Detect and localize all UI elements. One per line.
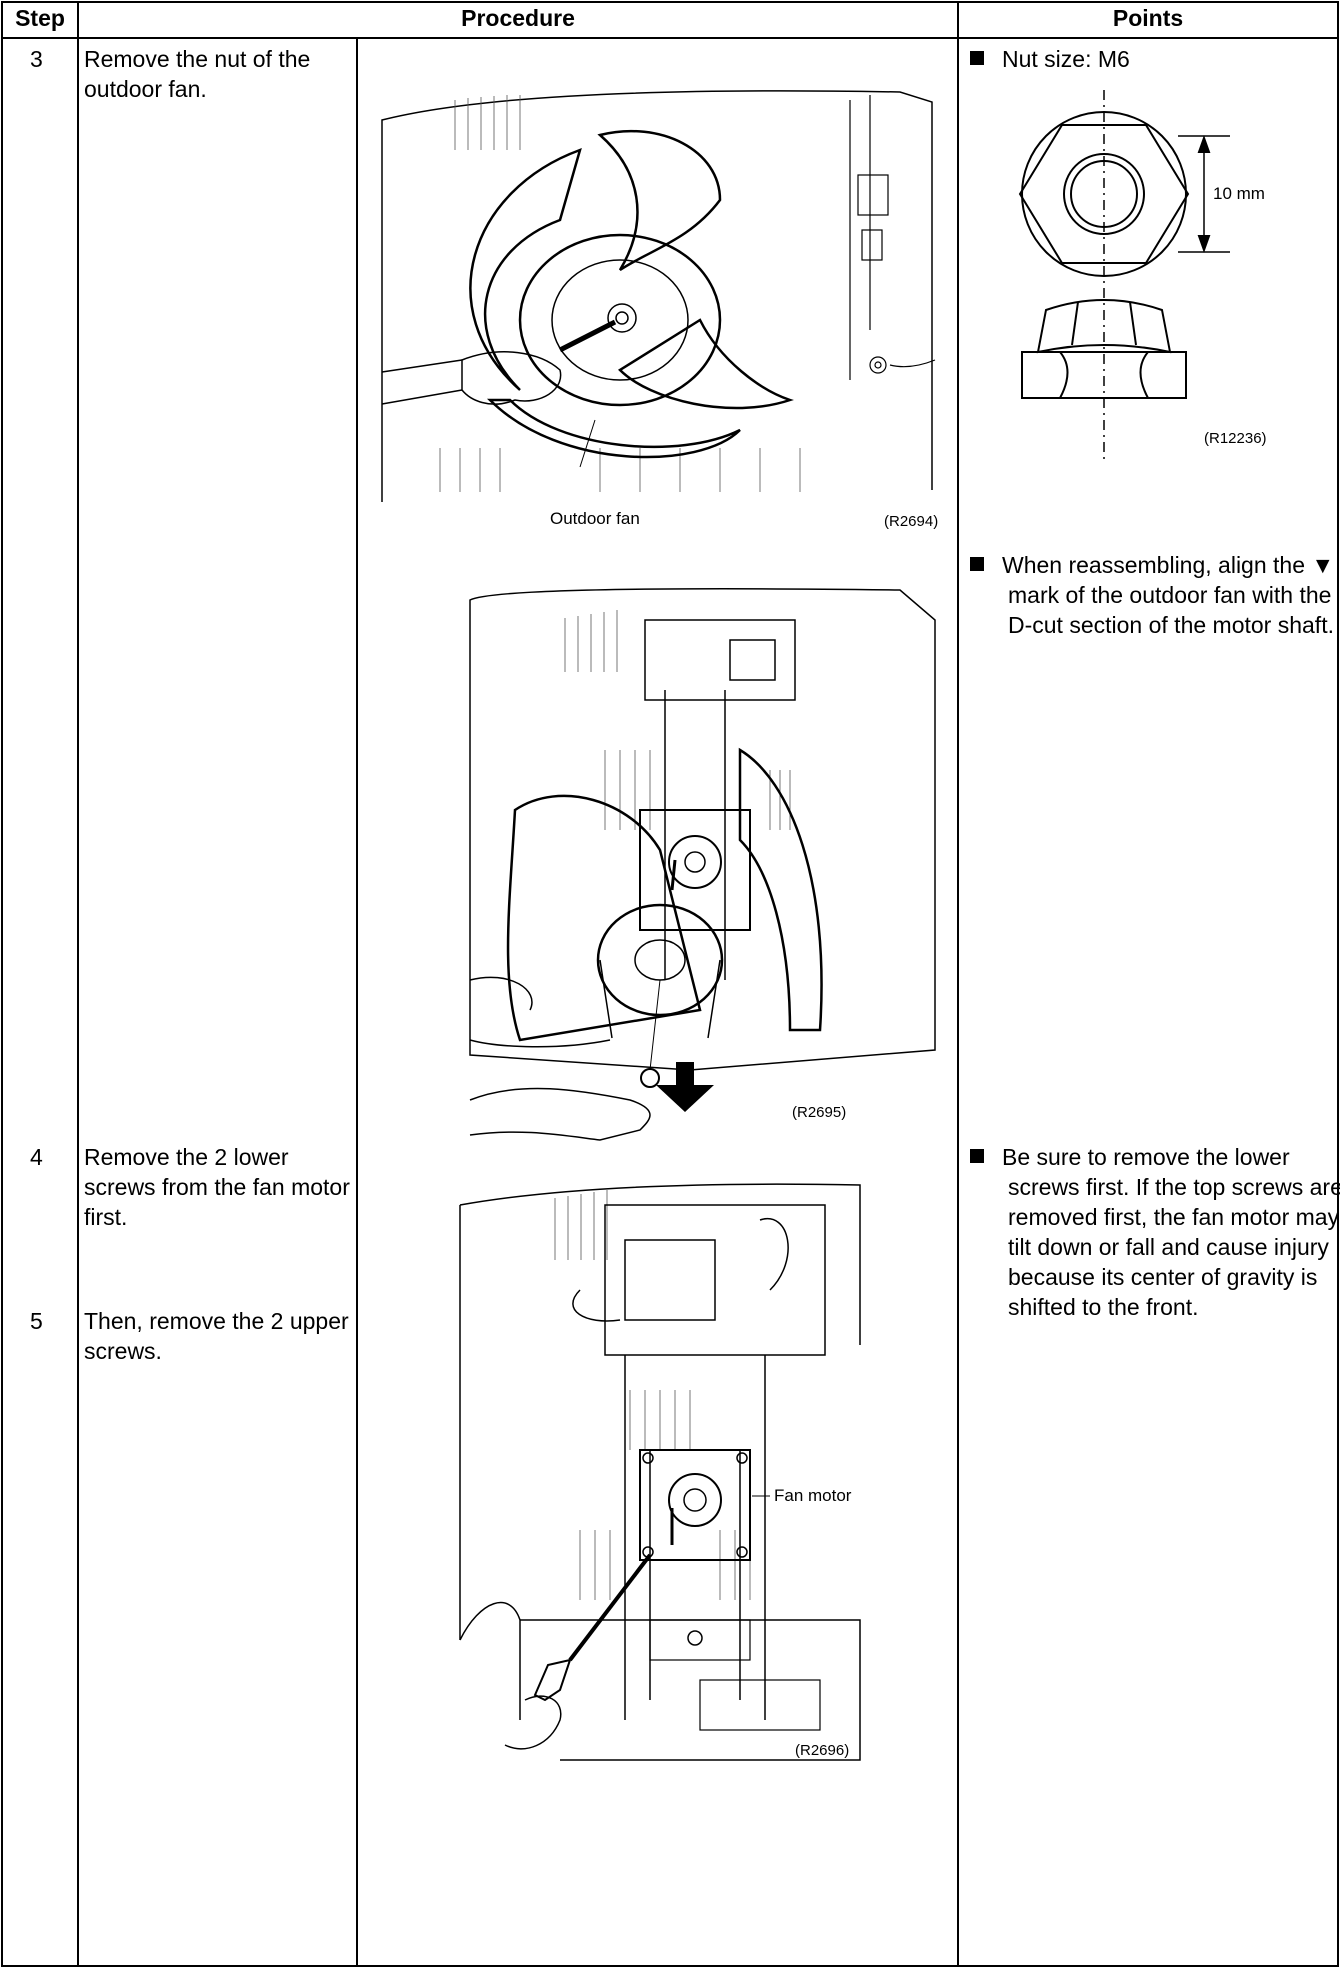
step-action-5: Then, remove the 2 upper screws. <box>84 1308 349 1364</box>
bullet-square <box>970 1149 984 1163</box>
point-screw-order: Be sure to remove the lower screws first… <box>970 1142 1340 1322</box>
fan-motor-label: Fan motor <box>774 1486 852 1505</box>
step-number-4: 4 <box>30 1144 43 1170</box>
step-number-3: 3 <box>30 46 43 72</box>
header-procedure: Procedure <box>461 5 575 31</box>
step-number-5: 5 <box>30 1308 43 1334</box>
nut-dimension-label: 10 mm <box>1213 184 1265 203</box>
point-nut-size: Nut size: M6 <box>970 44 1332 74</box>
point-reassembly: When reassembling, align the ▼ mark of t… <box>970 550 1340 640</box>
step-action-3: Remove the nut of the outdoor fan. <box>84 46 311 102</box>
outdoor-fan-label: Outdoor fan <box>550 509 640 528</box>
bullet-square <box>970 51 984 65</box>
header-points: Points <box>1112 5 1184 31</box>
step-action-4: Remove the 2 lower screws from the fan m… <box>84 1144 350 1230</box>
triangle-mark-icon: ▼ <box>1311 552 1335 578</box>
figure-code-r2694: (R2694) <box>884 513 939 530</box>
figure-code-r2696: (R2696) <box>795 1742 850 1759</box>
bullet-square <box>970 557 984 571</box>
header-step: Step <box>15 5 65 31</box>
figure-code-r12236: (R12236) <box>1204 430 1267 447</box>
figure-code-r2695: (R2695) <box>792 1104 847 1121</box>
